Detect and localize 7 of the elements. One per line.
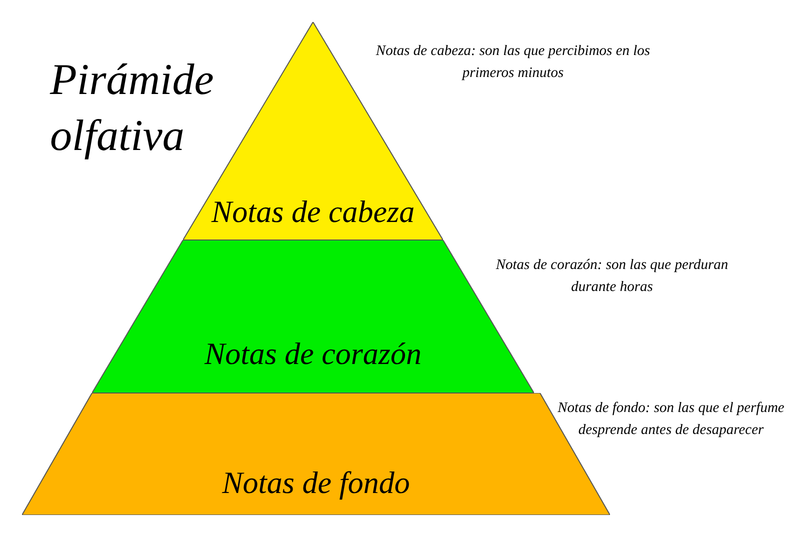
tier-description: Notas de corazón: son las que perduran durante horas <box>494 256 730 297</box>
tier-label: Notas de cabeza <box>211 194 415 230</box>
tier-label: Notas de fondo <box>222 465 410 501</box>
tier-label: Notas de corazón <box>204 336 422 372</box>
tier-description: Notas de cabeza: son las que percibimos en los primeros minutos <box>374 42 652 83</box>
diagram-title: Pirámide olfativa <box>50 54 215 162</box>
tier-description: Notas de fondo: son las que el perfume desprende antes de desaparecer <box>556 399 786 440</box>
